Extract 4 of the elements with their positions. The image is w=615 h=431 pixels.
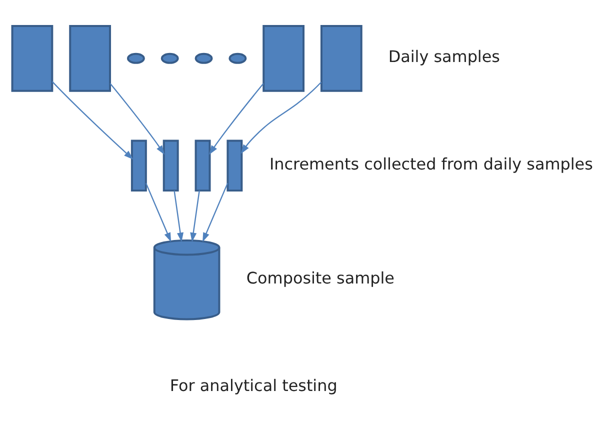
- label: Daily samples: [388, 47, 500, 66]
- label: Composite sample: [246, 268, 395, 288]
- label: For analytical testing: [170, 376, 338, 395]
- label: Increments collected from daily samples: [269, 154, 593, 174]
